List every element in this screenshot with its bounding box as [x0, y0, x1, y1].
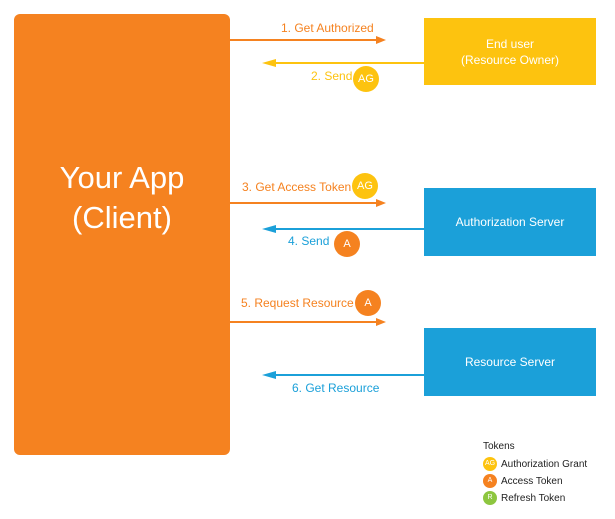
step-4-arrow-line — [274, 228, 424, 230]
legend-item-refresh-token: R Refresh Token — [483, 491, 565, 505]
step-2-label: 2. Send — [311, 69, 353, 83]
legend-item-access-token: A Access Token — [483, 474, 563, 488]
step-5-arrowhead-icon — [376, 318, 386, 326]
resource-owner-label-line1: End user — [485, 36, 535, 51]
step-6-arrowhead-icon — [262, 371, 276, 379]
step-4-arrowhead-icon — [262, 225, 276, 233]
step-5-token-badge: A — [355, 290, 381, 316]
step-1-label: 1. Get Authorized — [281, 21, 374, 35]
step-6-arrow-line — [274, 374, 424, 376]
client-label-line1: Your App — [59, 160, 185, 195]
step-1-arrowhead-icon — [376, 36, 386, 44]
resource-owner-box: End user (Resource Owner) — [424, 18, 596, 85]
authorization-server-label: Authorization Server — [455, 215, 565, 229]
client-box — [14, 14, 230, 455]
resource-server-box: Resource Server — [424, 328, 596, 396]
step-5-label: 5. Request Resource — [241, 296, 354, 310]
resource-server-label: Resource Server — [464, 355, 556, 369]
step-2-arrowhead-icon — [262, 59, 276, 67]
authorization-server-box: Authorization Server — [424, 188, 596, 256]
legend-item-label: Access Token — [501, 475, 563, 487]
legend-item-label: Authorization Grant — [501, 458, 588, 470]
legend-item-label: Refresh Token — [501, 492, 566, 504]
step-1-arrow-line — [230, 39, 378, 41]
resource-owner-label-line2: (Resource Owner) — [460, 52, 560, 67]
step-4-token-badge: A — [334, 231, 360, 257]
authorization-grant-badge-icon: AG — [483, 457, 497, 471]
step-3-arrowhead-icon — [376, 199, 386, 207]
step-4-label: 4. Send — [288, 234, 330, 248]
legend-title: Tokens — [483, 441, 515, 452]
legend-item-authorization-grant: AG Authorization Grant — [483, 457, 587, 471]
step-6-label: 6. Get Resource — [292, 381, 380, 395]
step-3-token-badge: AG — [352, 173, 378, 199]
access-token-badge-icon: A — [483, 474, 497, 488]
step-3-label: 3. Get Access Token — [242, 180, 352, 194]
step-2-arrow-line — [274, 62, 424, 64]
client-label: Your App (Client) — [14, 158, 230, 238]
step-5-arrow-line — [230, 321, 378, 323]
step-2-token-badge: AG — [353, 66, 379, 92]
refresh-token-badge-icon: R — [483, 491, 497, 505]
client-label-line2: (Client) — [72, 200, 172, 235]
step-3-arrow-line — [230, 202, 378, 204]
